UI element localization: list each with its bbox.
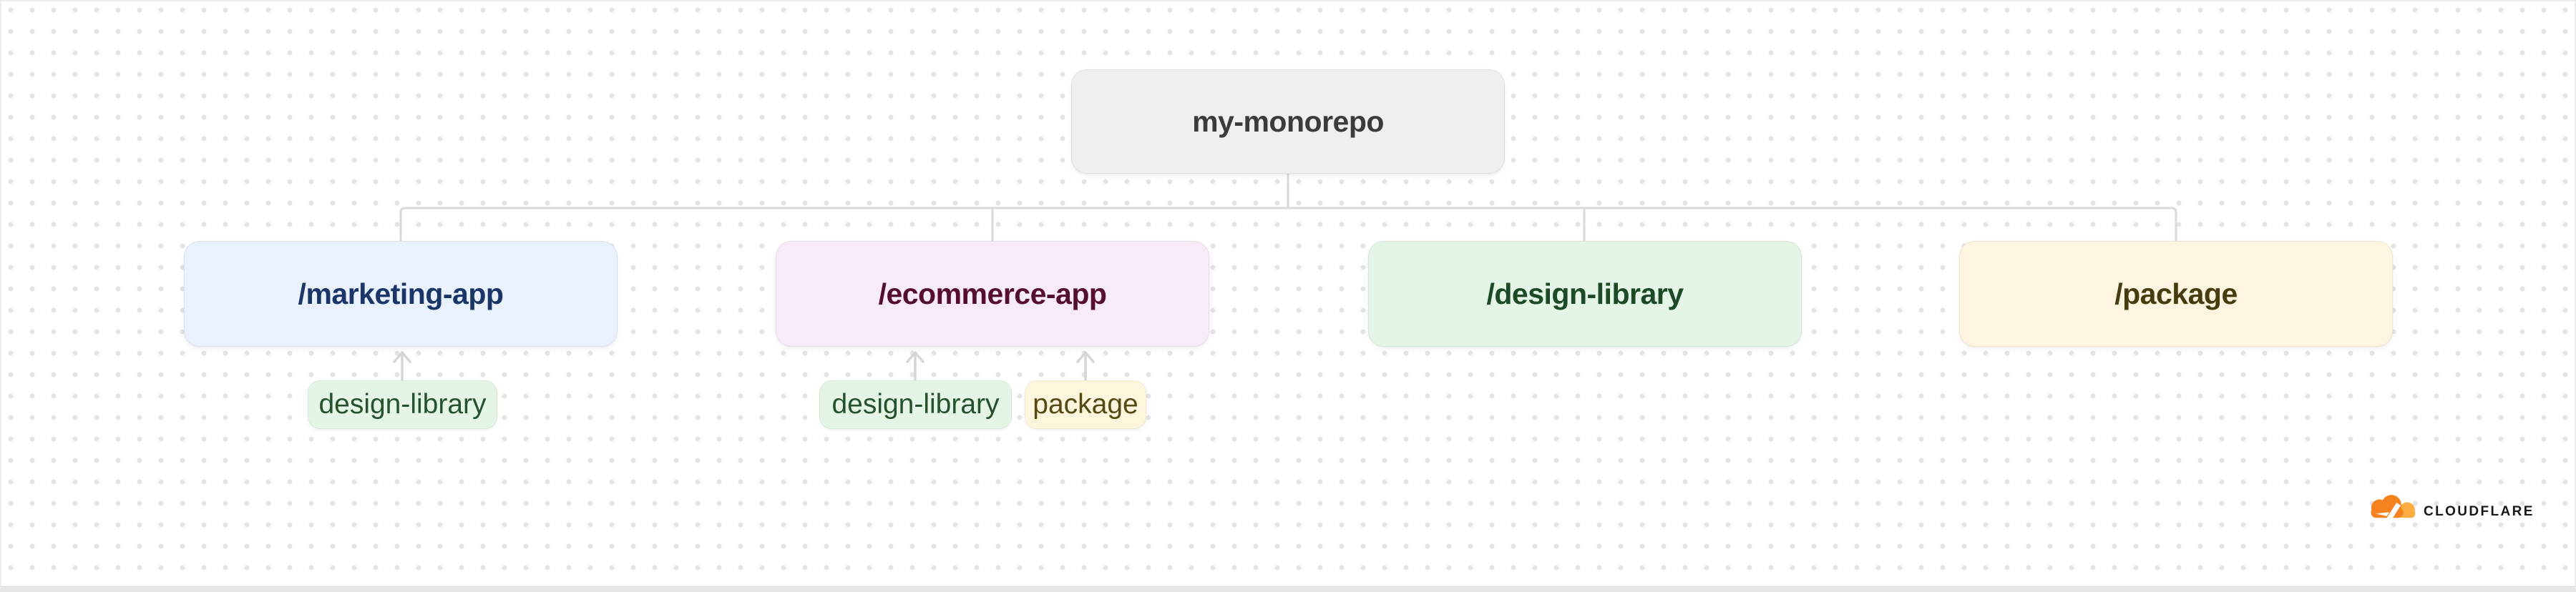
- node-ecommerce-app: /ecommerce-app: [776, 241, 1209, 347]
- dependency-arrow-ecommerce-package: [1076, 351, 1095, 381]
- connector-rail: [399, 207, 2177, 242]
- dependency-tag-design-library: design-library: [308, 380, 497, 429]
- dependency-tag-package: package: [1025, 380, 1146, 429]
- cloudflare-logo: CLOUDFLARE: [2364, 493, 2534, 522]
- node-my-monorepo: my-monorepo: [1071, 69, 1505, 174]
- dependency-arrow-ecommerce-design-library: [906, 351, 924, 381]
- node-label: /design-library: [1486, 277, 1684, 310]
- cloudflare-wordmark: CLOUDFLARE: [2424, 503, 2534, 519]
- node-label: /marketing-app: [298, 277, 504, 310]
- dependency-tag-design-library: design-library: [819, 380, 1012, 429]
- node-marketing-app: /marketing-app: [184, 241, 618, 347]
- dependency-arrow-marketing-design-library: [393, 351, 411, 381]
- node-design-library: /design-library: [1368, 241, 1802, 347]
- node-label: /package: [2114, 277, 2238, 310]
- canvas-bottom-edge: [0, 586, 2576, 592]
- arrowhead-up-icon: [1076, 351, 1095, 363]
- dependency-tag-label: design-library: [831, 389, 1000, 420]
- arrowhead-up-icon: [393, 351, 411, 363]
- cloudflare-cloud-icon: [2371, 495, 2416, 518]
- dependency-tag-label: design-library: [318, 389, 487, 420]
- node-label: my-monorepo: [1192, 104, 1384, 138]
- arrowhead-up-icon: [906, 351, 924, 363]
- node-package: /package: [1959, 241, 2393, 347]
- dependency-tag-label: package: [1033, 389, 1138, 420]
- node-label: /ecommerce-app: [878, 277, 1107, 310]
